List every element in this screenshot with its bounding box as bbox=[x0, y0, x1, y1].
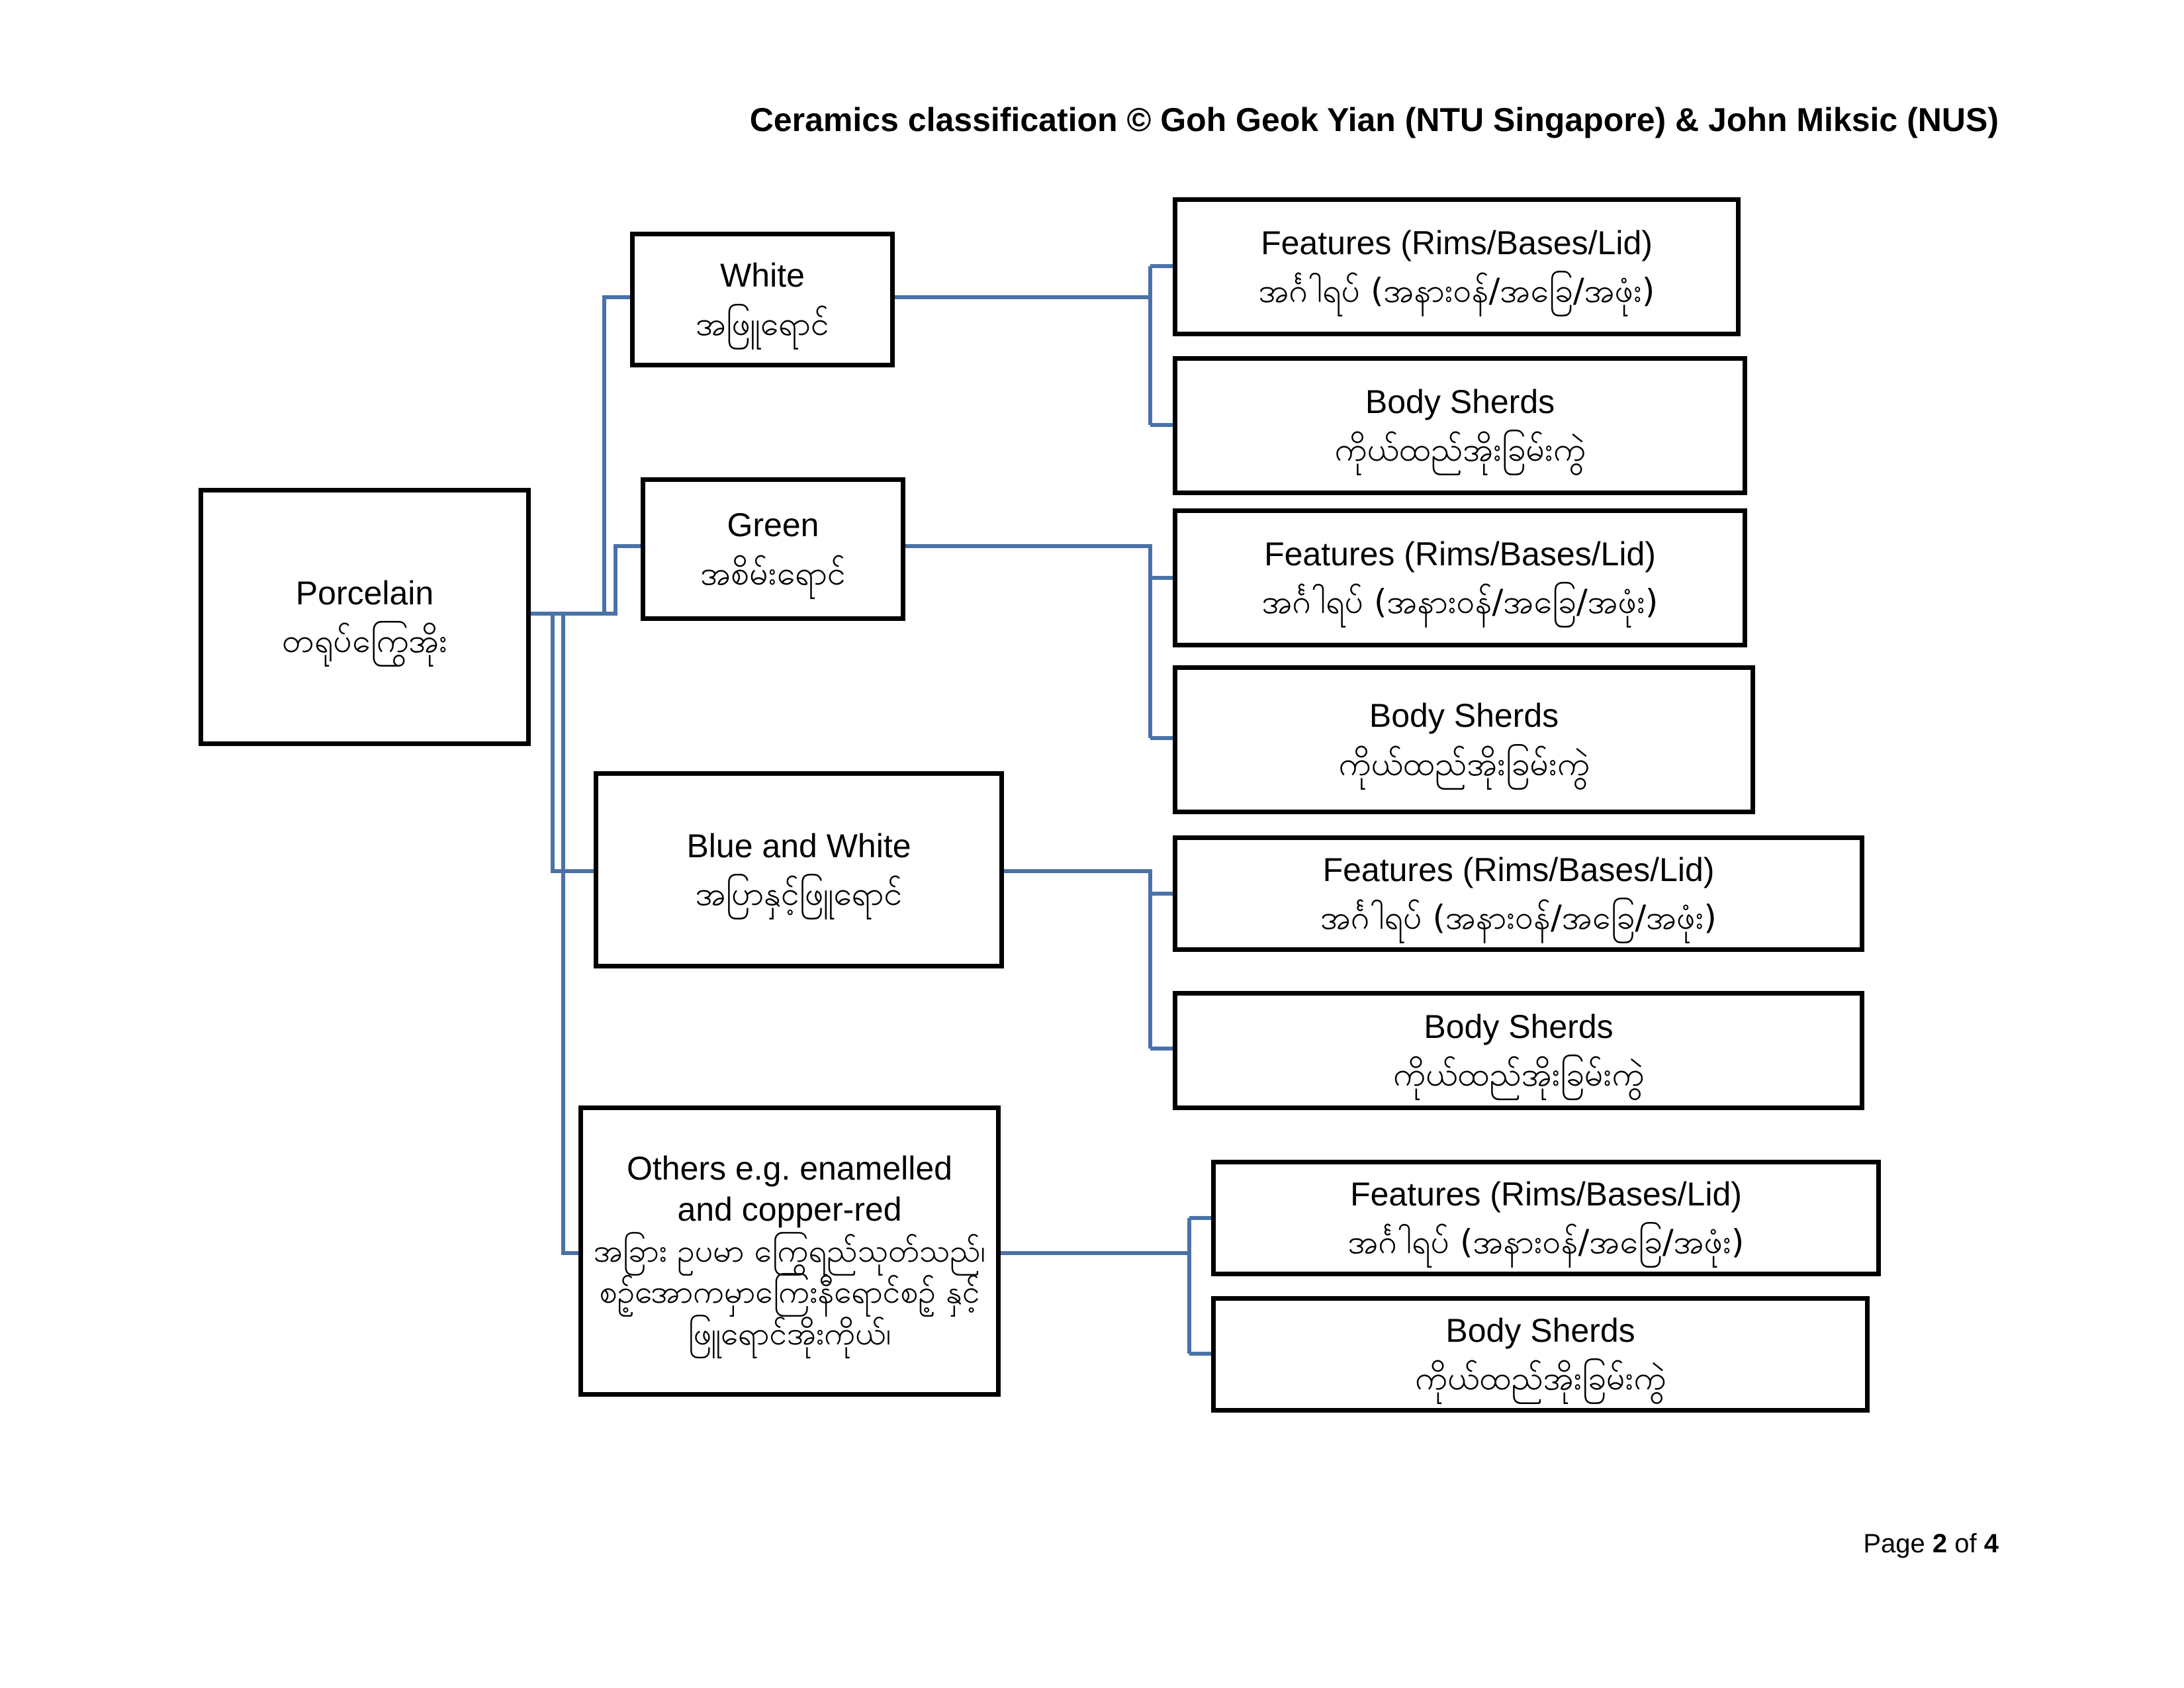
node-green: Green အစိမ်းရောင် bbox=[641, 477, 905, 621]
node-label-en: Green bbox=[727, 506, 819, 543]
node-label-my: အစိမ်းရောင် bbox=[700, 553, 846, 592]
node-label-my: အဖြူရောင် bbox=[696, 304, 829, 343]
page-total: 4 bbox=[1983, 1529, 1999, 1558]
page-number: Page 2 of 4 bbox=[1787, 1529, 1999, 1559]
node-white: White အဖြူရောင် bbox=[630, 232, 895, 367]
node-porcelain: Porcelain တရုပ်ကြွေအိုး bbox=[199, 488, 531, 746]
node-label-my: ကိုယ်ထည်အိုးခြမ်းကွဲ bbox=[1334, 430, 1586, 469]
node-body-sherds: Body Sherds ကိုယ်ထည်အိုးခြမ်းကွဲ bbox=[1173, 356, 1747, 495]
node-label-my: တရုပ်ကြွေအိုး bbox=[282, 622, 447, 660]
node-features: Features (Rims/Bases/Lid) အင်္ဂါရပ် (အနာ… bbox=[1173, 197, 1741, 336]
node-label-my: ကိုယ်ထည်အိုးခြမ်းကွဲ bbox=[1392, 1055, 1645, 1094]
node-label-en: Features (Rims/Bases/Lid) bbox=[1350, 1175, 1742, 1213]
node-label-my: ကိုယ်ထည်အိုးခြမ်းကွဲ bbox=[1338, 744, 1590, 783]
node-label-en: Features (Rims/Bases/Lid) bbox=[1261, 224, 1653, 261]
node-label-my: အပြာနှင့်ဖြူရောင် bbox=[695, 874, 903, 913]
node-others: Others e.g. enamelled and copper-red အခြ… bbox=[578, 1105, 1001, 1397]
page-prefix: Page bbox=[1863, 1529, 1925, 1558]
page-current: 2 bbox=[1932, 1529, 1948, 1558]
node-label-en: White bbox=[720, 257, 805, 294]
node-label-en: Body Sherds bbox=[1424, 1008, 1614, 1045]
node-label-my: ကိုယ်ထည်အိုးခြမ်းကွဲ bbox=[1414, 1359, 1666, 1397]
node-label-my: အင်္ဂါရပ် (အနားဝန်/အခြေ/အဖုံး) bbox=[1258, 271, 1655, 310]
node-label-en: Others e.g. enamelled and copper-red bbox=[627, 1149, 952, 1229]
node-label-my: အင်္ဂါရပ် (အနားဝန်/အခြေ/အဖုံး) bbox=[1261, 583, 1659, 621]
node-label-en: Body Sherds bbox=[1369, 697, 1559, 734]
node-features: Features (Rims/Bases/Lid) အင်္ဂါရပ် (အနာ… bbox=[1211, 1160, 1881, 1276]
node-body-sherds: Body Sherds ကိုယ်ထည်အိုးခြမ်းကွဲ bbox=[1173, 665, 1755, 814]
node-label-my: အင်္ဂါရပ် (အနားဝန်/အခြေ/အဖုံး) bbox=[1320, 898, 1717, 937]
node-label-my: အင်္ဂါရပ် (အနားဝန်/အခြေ/အဖုံး) bbox=[1347, 1223, 1745, 1261]
page-sep: of bbox=[1954, 1529, 1977, 1558]
node-label-my: အခြား ဥပမာ ကြွေရည်သုတ်သည်၊ စဥ့်အောကမှာကြ… bbox=[593, 1232, 986, 1352]
node-label-en: Features (Rims/Bases/Lid) bbox=[1322, 851, 1715, 888]
page-title: Ceramics classification © Goh Geok Yian … bbox=[749, 101, 1999, 138]
node-label-en: Body Sherds bbox=[1445, 1311, 1635, 1349]
node-body-sherds: Body Sherds ကိုယ်ထည်အိုးခြမ်းကွဲ bbox=[1173, 991, 1864, 1110]
node-body-sherds: Body Sherds ကိုယ်ထည်အိုးခြမ်းကွဲ bbox=[1211, 1296, 1870, 1413]
node-label-en: Features (Rims/Bases/Lid) bbox=[1264, 535, 1656, 573]
node-label-en: Blue and White bbox=[686, 827, 911, 865]
node-features: Features (Rims/Bases/Lid) အင်္ဂါရပ် (အနာ… bbox=[1173, 508, 1747, 647]
node-label-en: Body Sherds bbox=[1365, 383, 1555, 420]
node-label-en: Porcelain bbox=[295, 574, 434, 612]
node-blue-and-white: Blue and White အပြာနှင့်ဖြူရောင် bbox=[594, 771, 1004, 968]
node-features: Features (Rims/Bases/Lid) အင်္ဂါရပ် (အနာ… bbox=[1173, 835, 1864, 952]
